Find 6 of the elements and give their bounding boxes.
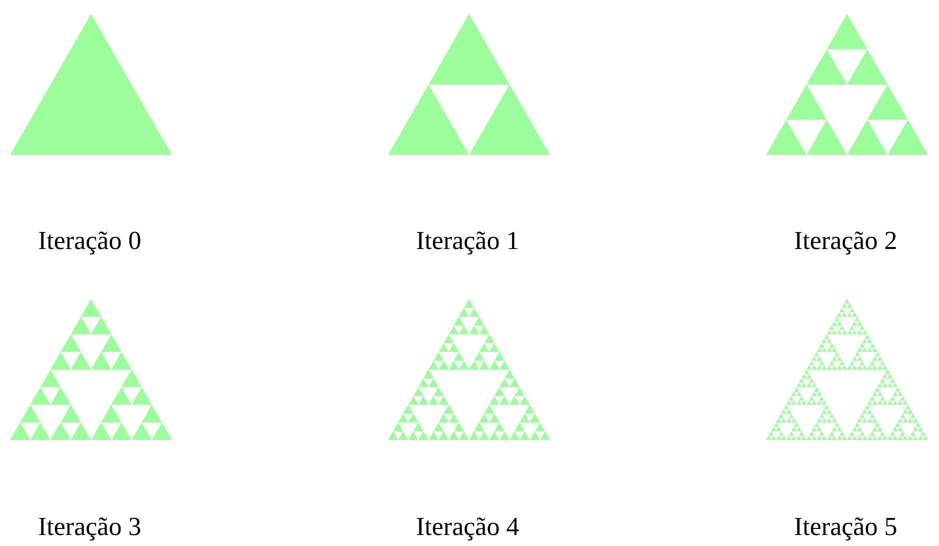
iteration-caption: Iteração 3: [38, 512, 142, 542]
iteration-caption: Iteração 1: [416, 226, 520, 256]
iteration-caption: Iteração 2: [794, 226, 898, 256]
iteration-caption: Iteração 5: [794, 512, 898, 542]
iteration-caption: Iteração 0: [38, 226, 142, 256]
iteration-caption: Iteração 4: [416, 512, 520, 542]
